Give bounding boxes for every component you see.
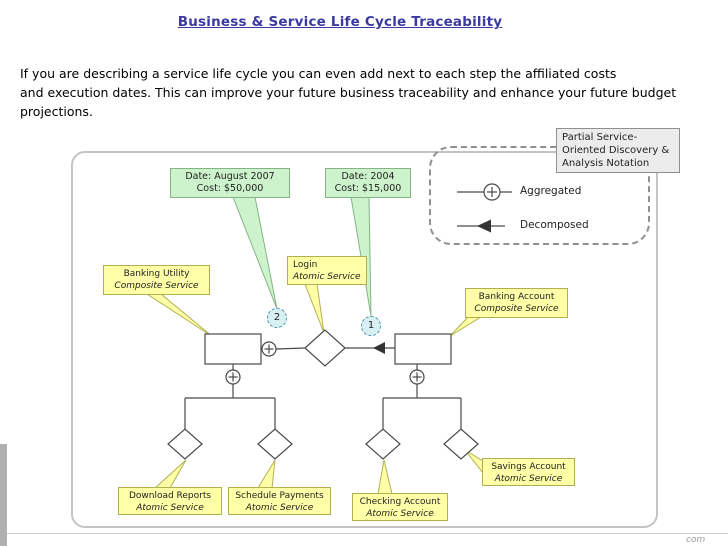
footer-watermark: com <box>686 535 706 545</box>
service-type: Composite Service <box>474 304 559 314</box>
callout-cost: Cost: $15,000 <box>334 183 402 194</box>
service-name: Savings Account <box>491 462 566 472</box>
callout-date: Date: 2004 <box>341 171 395 182</box>
service-type: Atomic Service <box>366 509 434 519</box>
service-type: Atomic Service <box>245 503 314 513</box>
service-type: Atomic Service <box>136 503 204 513</box>
service-label-download-reports: Download Reports Atomic Service <box>118 487 222 515</box>
service-name: Banking Account <box>478 292 555 302</box>
body-paragraph: If you are describing a service life cyc… <box>20 66 677 119</box>
service-name: Schedule Payments <box>235 491 324 501</box>
service-name: Login <box>293 260 318 270</box>
legend-label-decomposed: Decomposed <box>520 219 589 231</box>
callout-cost: Cost: $50,000 <box>196 183 264 194</box>
service-label-banking-account: Banking Account Composite Service <box>465 288 568 318</box>
service-label-schedule-payments: Schedule Payments Atomic Service <box>228 487 331 515</box>
service-type: Atomic Service <box>494 474 563 484</box>
service-type: Atomic Service <box>293 272 361 282</box>
slide-title: Business & Service Life Cycle Traceabili… <box>177 14 503 30</box>
left-edge-strip <box>0 444 7 546</box>
cost-callout-2007: Date: August 2007 Cost: $50,000 <box>170 168 290 198</box>
step-marker-2: 2 <box>267 308 287 328</box>
footer-divider <box>0 533 728 534</box>
service-label-login: Login Atomic Service <box>287 256 367 285</box>
service-label-savings-account: Savings Account Atomic Service <box>482 458 575 486</box>
service-type: Composite Service <box>114 281 199 291</box>
legend-label-aggregated: Aggregated <box>520 185 582 197</box>
service-name: Banking Utility <box>123 269 190 279</box>
callout-date: Date: August 2007 <box>185 171 275 182</box>
service-name: Checking Account <box>359 497 441 507</box>
cost-callout-2004: Date: 2004 Cost: $15,000 <box>325 168 411 198</box>
step-marker-1: 1 <box>361 316 381 336</box>
service-name: Download Reports <box>128 491 212 501</box>
service-label-checking-account: Checking Account Atomic Service <box>352 493 448 521</box>
legend-box <box>429 146 650 245</box>
service-label-banking-utility: Banking Utility Composite Service <box>103 265 210 295</box>
legend-title-box: Partial Service- Oriented Discovery & An… <box>556 128 680 173</box>
